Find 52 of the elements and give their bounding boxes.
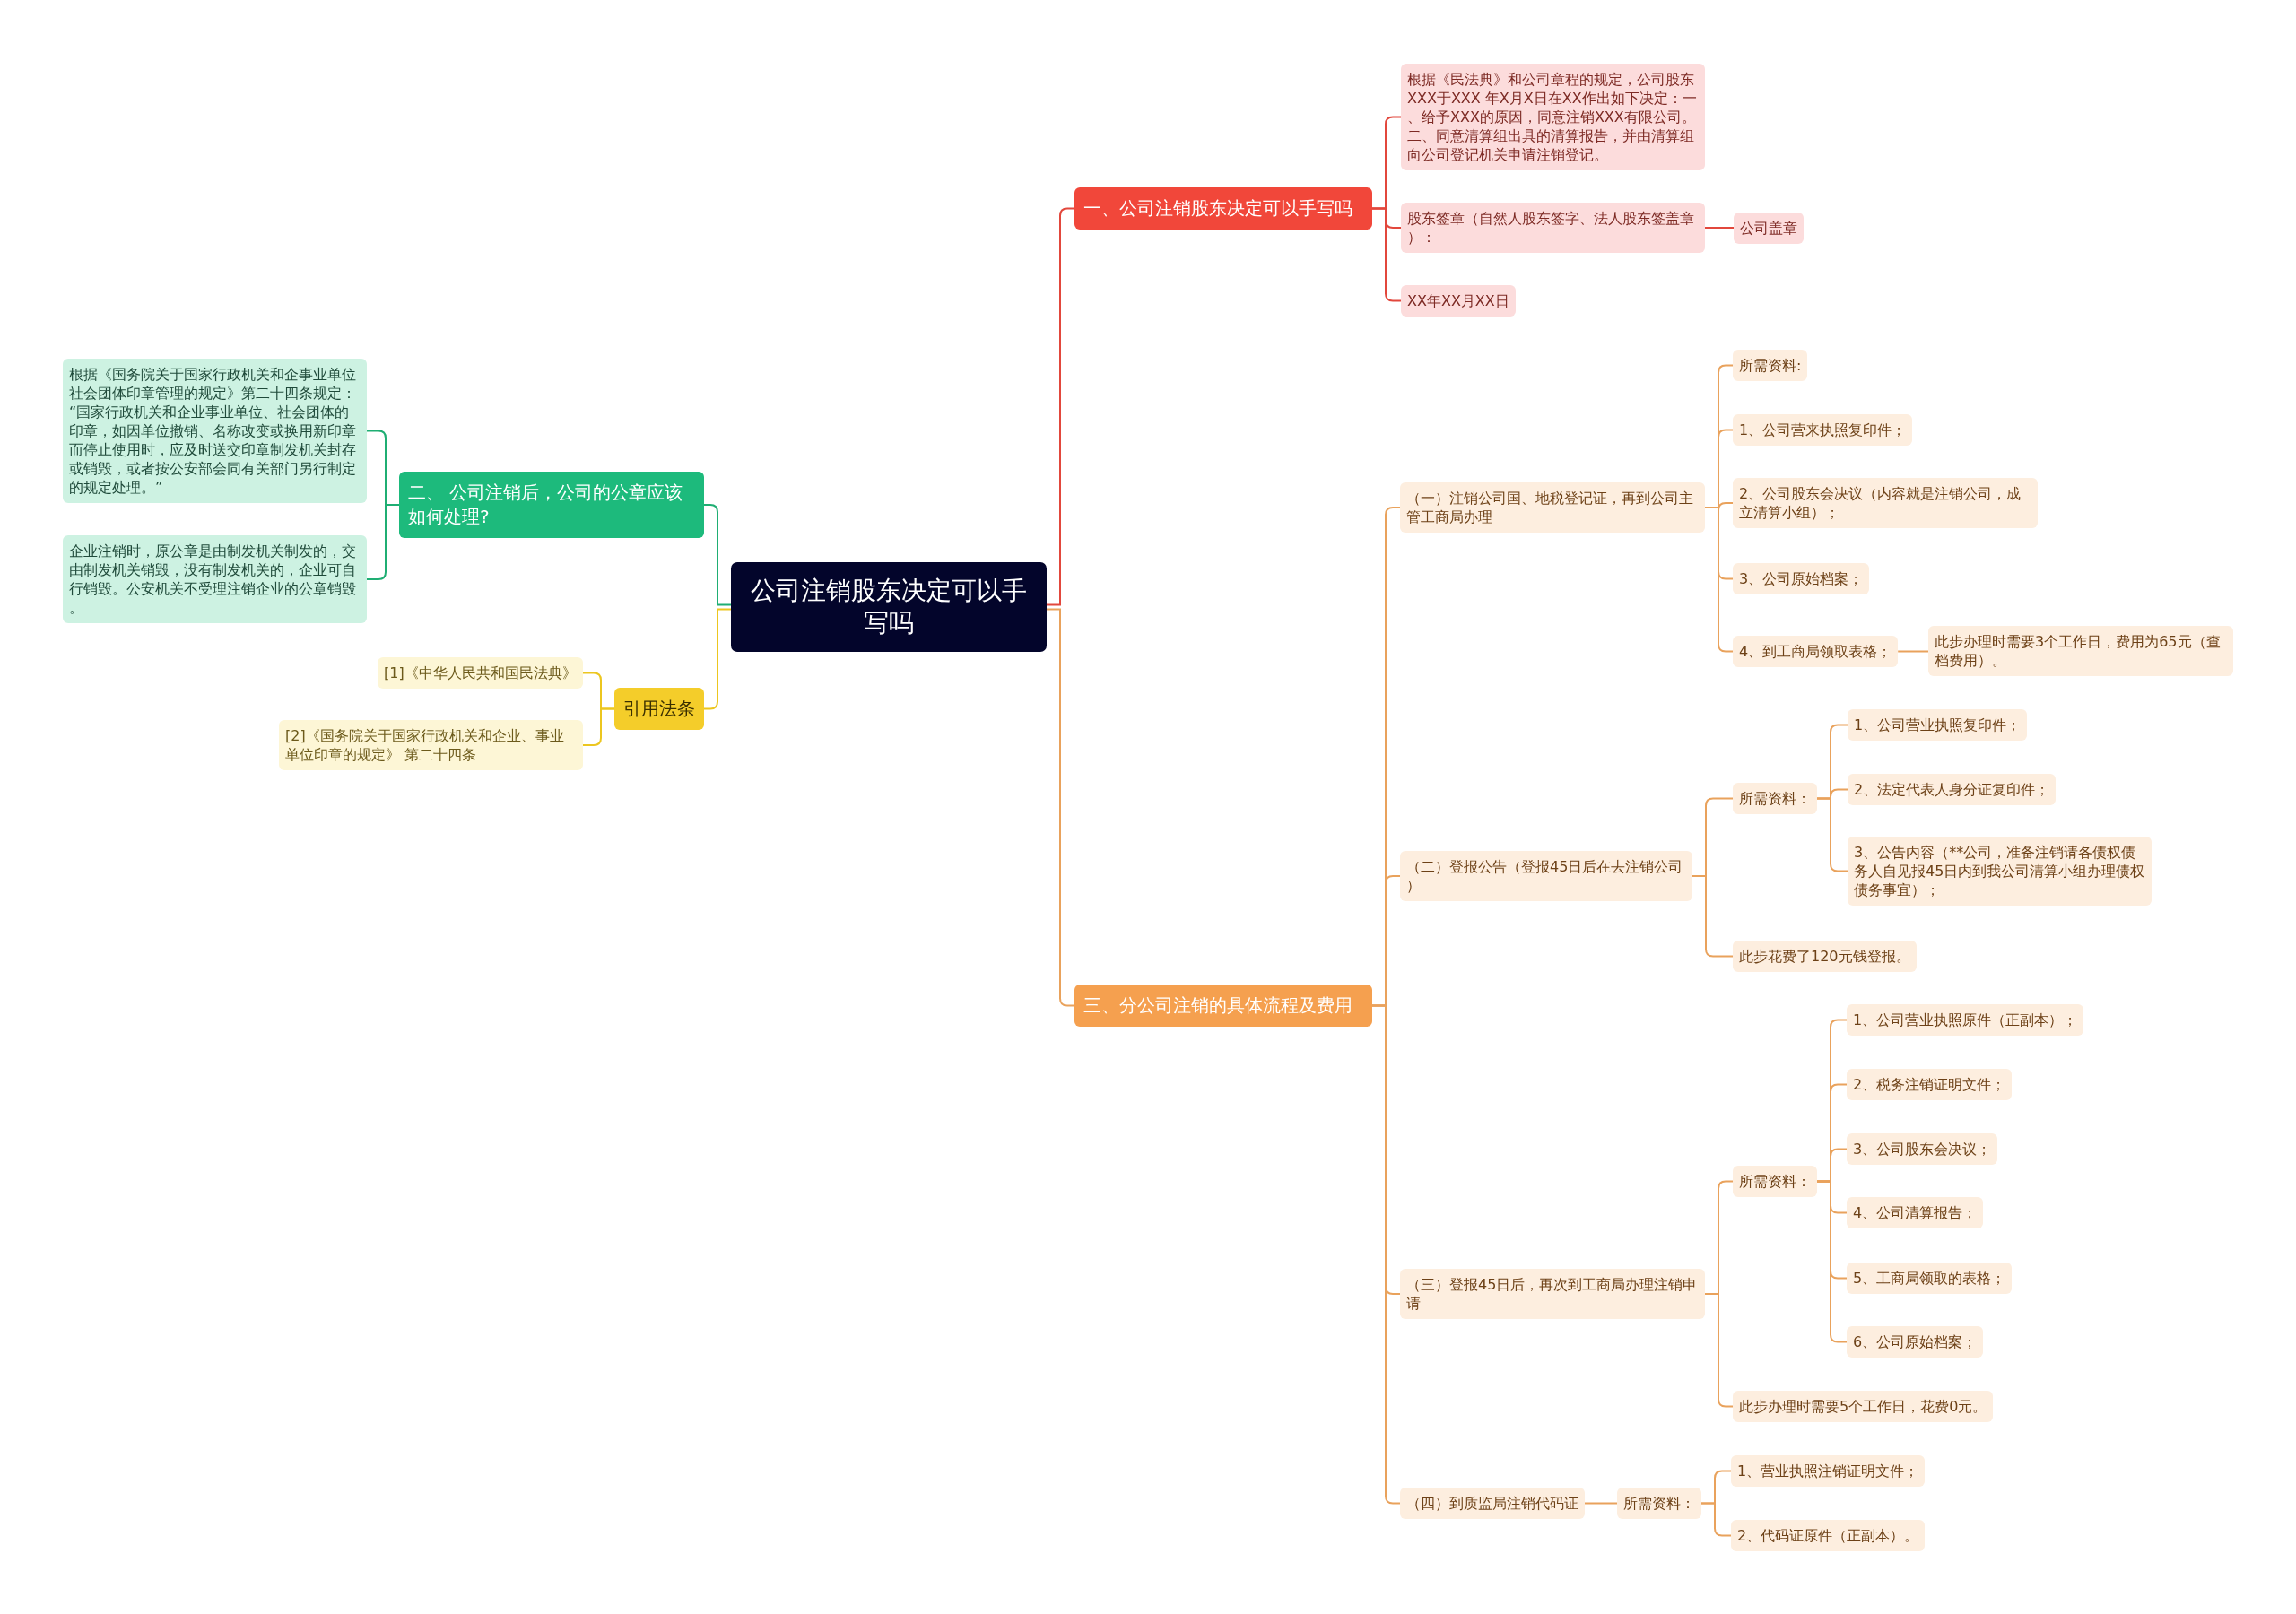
connector-line — [1704, 507, 1734, 653]
subtopic: 所需资料： — [1733, 783, 1817, 814]
connector-line — [366, 504, 400, 580]
subtopic: 2、法定代表人身分证复印件； — [1848, 774, 2057, 805]
main-topic: 引用法条 — [614, 688, 704, 730]
connector-line — [582, 707, 615, 746]
subtopic: [1]《中华人民共和国民法典》 — [378, 657, 583, 689]
subtopic: 4、到工商局领取表格； — [1733, 636, 1899, 667]
subtopic: 1、公司营来执照复印件； — [1733, 414, 1913, 446]
subtopic: 股东签章（自然人股东签字、法人股东签盖章）： — [1401, 203, 1705, 253]
subtopic: 3、公司股东会决议； — [1847, 1133, 1998, 1165]
subtopic: 3、公司原始档案； — [1733, 563, 1870, 594]
subtopic: 此步花费了120元钱登报。 — [1733, 941, 1917, 972]
subtopic: （四）到质监局注销代码证 — [1400, 1488, 1585, 1519]
subtopic: XX年XX月XX日 — [1401, 285, 1516, 317]
subtopic: 公司盖章 — [1734, 213, 1804, 244]
subtopic: 此步办理时需要5个工作日，花费0元。 — [1733, 1391, 1994, 1422]
subtopic: 2、代码证原件（正副本）。 — [1731, 1520, 1926, 1551]
subtopic: （一）注销公司国、地税登记证，再到公司主管工商局办理 — [1400, 482, 1705, 533]
connector-line — [1816, 1180, 1848, 1343]
subtopic: 2、税务注销证明文件； — [1847, 1069, 2013, 1100]
subtopic: 1、公司营业执照原件（正副本）； — [1847, 1004, 2084, 1036]
subtopic: 5、工商局领取的表格； — [1847, 1263, 2013, 1294]
connector-line — [1704, 227, 1735, 229]
subtopic: 1、公司营业执照复印件； — [1848, 709, 2028, 741]
connector-line — [1584, 1502, 1618, 1505]
connector-line — [1371, 207, 1402, 302]
subtopic: 所需资料： — [1733, 1166, 1817, 1197]
subtopic: 1、营业执照注销证明文件； — [1731, 1455, 1926, 1487]
subtopic: 6、公司原始档案； — [1847, 1326, 1984, 1358]
connector-line — [1046, 608, 1075, 1007]
subtopic: （二）登报公告（登报45日后在去注销公司） — [1400, 851, 1692, 901]
subtopic: 根据《民法典》和公司章程的规定，公司股东XXX于XXX 年X月X日在XX作出如下决定：一、给予XXX的原因，同意注销XXX有限公司。二、同意清算组出具的清算报告，并由清算组向公司登记机关申请注销登记。 — [1401, 64, 1705, 170]
connector-line — [1704, 1293, 1734, 1408]
connector-line — [1897, 650, 1929, 653]
connector-line — [1700, 1502, 1732, 1537]
main-topic: 三、分公司注销的具体流程及费用 — [1074, 985, 1372, 1027]
subtopic: 根据《国务院关于国家行政机关和企事业单位社会团体印章管理的规定》第二十四条规定：“国家行政机关和企业事业单位、社会团体的印章，如因单位撤销、名称改变或换用新印章而停止使用时，应及时送交印章制发机关封存或销毁，或者按公安部会同有关部门另行制定的规定处理。” — [63, 359, 367, 503]
subtopic: （三）登报45日后，再次到工商局办理注销申请 — [1400, 1269, 1705, 1319]
subtopic: 此步办理时需要3个工作日，费用为65元（查档费用）。 — [1928, 626, 2233, 676]
main-topic: 二、 公司注销后，公司的公章应该如何处理? — [399, 472, 704, 538]
connector-line — [1046, 207, 1075, 606]
subtopic: 企业注销时，原公章是由制发机关制发的，交由制发机关销毁，没有制发机关的，企业可自行销毁。公安机关不受理注销企业的公章销毁。 — [63, 535, 367, 623]
subtopic: 所需资料： — [1617, 1488, 1701, 1519]
subtopic: 4、公司清算报告； — [1847, 1197, 1984, 1228]
subtopic: [2]《国务院关于国家行政机关和企业、事业单位印章的规定》 第二十四条 — [279, 720, 583, 770]
subtopic: 2、公司股东会决议（内容就是注销公司，成立清算小组）； — [1733, 478, 2038, 528]
main-topic: 一、公司注销股东决定可以手写吗 — [1074, 187, 1372, 230]
central-topic: 公司注销股东决定可以手写吗 — [731, 562, 1047, 652]
connector-line — [1816, 797, 1848, 872]
subtopic: 3、公告内容（**公司，准备注销请各债权债务人自见报45日内到我公司清算小组办理债权债务事宜）； — [1848, 837, 2152, 906]
subtopic: 所需资料: — [1733, 350, 1808, 381]
